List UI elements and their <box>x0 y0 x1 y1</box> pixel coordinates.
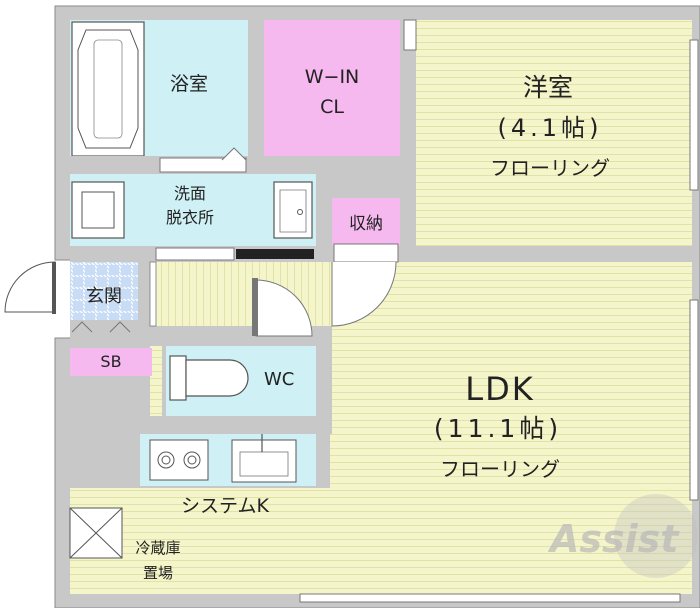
entrance-floor <box>70 262 138 320</box>
western-room-size: (4.1帖) <box>497 114 603 142</box>
wic-label-line1: W−IN <box>304 66 360 88</box>
ldk-window <box>689 299 699 501</box>
storage-label: 収納 <box>349 214 383 234</box>
ldk-name: LDK <box>465 370 535 408</box>
ldk-floor <box>70 262 692 594</box>
washing-machine-drum <box>81 191 115 229</box>
ldk-flooring: フローリング <box>440 457 560 481</box>
hall-opening <box>149 261 157 327</box>
fridge-label-line1: 冷蔵庫 <box>135 539 181 557</box>
entrance-label: 玄関 <box>86 286 122 307</box>
fridge-label-line2: 置場 <box>142 564 174 582</box>
bath-label: 浴室 <box>170 73 209 95</box>
western-room-name: 洋室 <box>522 73 574 102</box>
entrance-door-swing <box>4 261 56 313</box>
shoe-box <box>70 348 152 376</box>
toilet-tank <box>169 355 187 401</box>
western-room-flooring: フローリング <box>490 156 610 180</box>
shoe-box-label: SB <box>100 352 122 371</box>
bathroom-door <box>159 157 247 173</box>
bathtub-inner <box>93 39 123 139</box>
ldk-balcony-window <box>299 593 681 603</box>
ldk-size: (11.1帖) <box>433 414 563 443</box>
kitchen-label: システムK <box>181 495 269 517</box>
toilet-label: WC <box>264 369 295 390</box>
toilet-door-swing <box>255 279 313 337</box>
entrance-step <box>71 321 131 333</box>
svg-text:Assist: Assist <box>548 517 680 561</box>
assist-watermark-logo: Assist <box>548 494 698 578</box>
toilet-bowl <box>185 359 249 397</box>
wic-label-line2: CL <box>320 96 344 118</box>
vanity-bowl <box>279 189 307 233</box>
washing-machine <box>71 181 125 239</box>
bathroom-door-vent <box>221 147 247 161</box>
entrance-door <box>52 262 56 314</box>
walk-in-closet-floor <box>264 20 400 156</box>
kitchen-sink <box>231 439 297 483</box>
western-room-floor <box>416 20 692 246</box>
washroom-label-line1: 洗面 <box>173 184 207 203</box>
bathtub-basin <box>77 29 139 149</box>
washroom-label-line2: 脱衣所 <box>165 208 215 227</box>
ldk-door-swing <box>331 261 397 327</box>
western-corner-opening <box>403 19 417 51</box>
stove <box>149 439 209 481</box>
storage-door <box>333 243 399 263</box>
washroom-door <box>155 247 235 261</box>
storage-floor <box>332 198 400 248</box>
western-window <box>689 39 699 191</box>
